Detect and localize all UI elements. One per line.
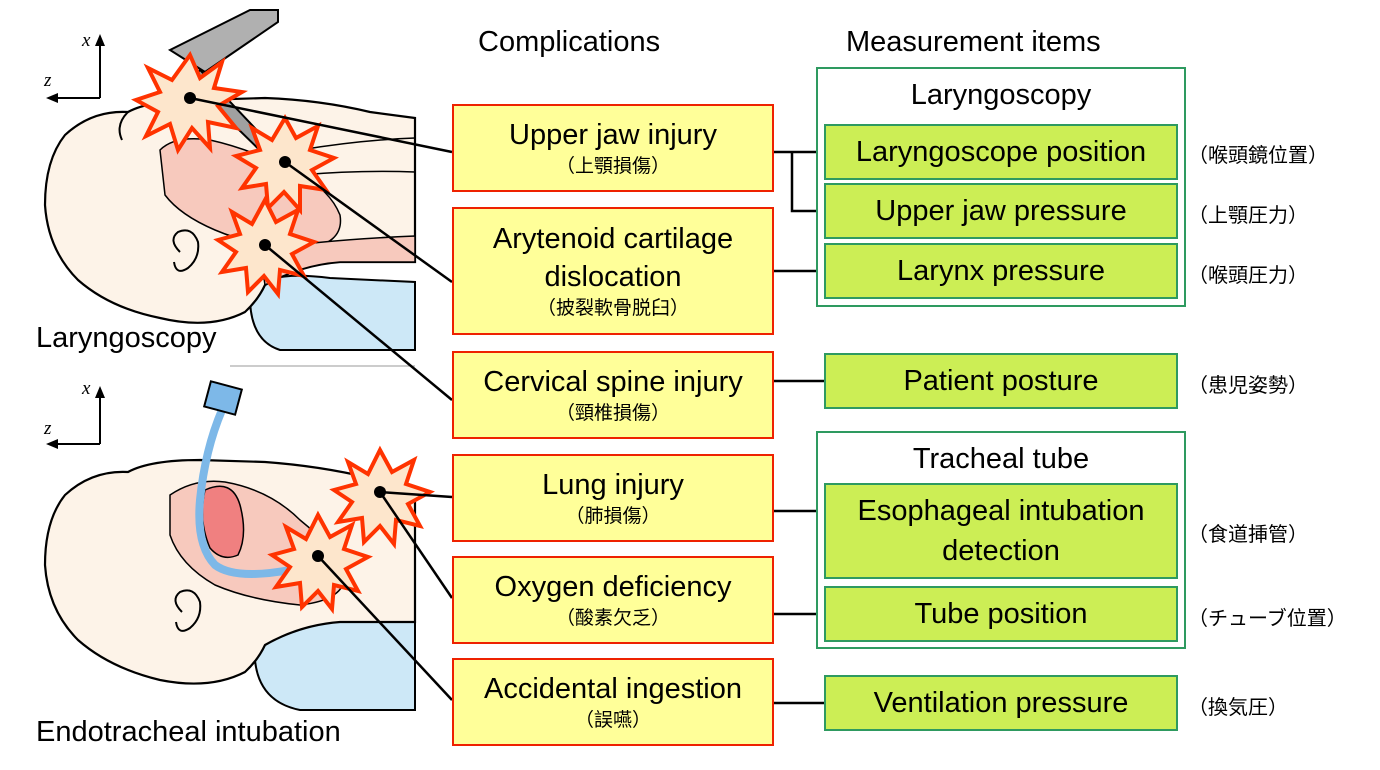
measure-japanese-label: （食道挿管） — [1188, 524, 1308, 546]
measure-tube-position: Tube position — [824, 586, 1178, 642]
measure-japanese-label: （上顎圧力） — [1188, 205, 1308, 227]
axis-x-label-bottom: x — [82, 378, 91, 399]
complication-arytenoid: Arytenoid cartilage dislocation （披裂軟骨脱臼） — [452, 207, 774, 335]
measure-japanese-label: （チューブ位置） — [1188, 608, 1347, 630]
measure-laryngoscope-position: Laryngoscope position — [824, 124, 1178, 180]
intubation-illustration — [43, 380, 435, 711]
measure-japanese-label: （喉頭鏡位置） — [1188, 145, 1328, 167]
measure-patient-posture: Patient posture — [824, 353, 1178, 409]
injury-burst-arytenoid — [230, 113, 339, 216]
measure-japanese-label: （換気圧） — [1188, 697, 1288, 719]
complication-japanese: （頸椎損傷） — [555, 403, 670, 424]
connector-lines — [774, 150, 824, 705]
complication-label: Accidental ingestion — [484, 673, 742, 705]
axis-x-label-top: x — [82, 30, 91, 51]
complication-label: Oxygen deficiency — [494, 571, 732, 603]
group-title: Laryngoscopy — [910, 79, 1092, 111]
complication-japanese: （披裂軟骨脱臼） — [536, 298, 689, 319]
complication-upper-jaw: Upper jaw injury （上顎損傷） — [452, 104, 774, 192]
leader-lines — [189, 96, 454, 701]
complication-ingestion: Accidental ingestion （誤嚥） — [452, 658, 774, 746]
measurement-items-heading: Measurement items — [846, 26, 1101, 58]
panel-label-laryngoscopy: Laryngoscopy — [36, 322, 217, 354]
complication-japanese: （上顎損傷） — [555, 156, 670, 177]
laryngoscope-handle — [167, 9, 279, 74]
complication-japanese: （肺損傷） — [565, 506, 661, 527]
complication-label: Lung injury — [542, 469, 684, 501]
measure-esophageal-detection: Esophageal intubation detection — [824, 483, 1178, 579]
complication-label: Upper jaw injury — [509, 119, 717, 151]
injury-burst-upper-jaw — [131, 50, 248, 155]
axis-indicator-top — [46, 34, 105, 103]
measure-larynx-pressure: Larynx pressure — [824, 243, 1178, 299]
complication-label: Arytenoid cartilage dislocation — [492, 223, 734, 293]
measure-japanese-label: （患児姿勢） — [1188, 375, 1308, 397]
complication-label: Cervical spine injury — [483, 366, 743, 398]
ear-bottom — [174, 589, 202, 632]
axis-z-label-bottom: z — [44, 418, 52, 439]
complication-japanese: （酸素欠乏） — [555, 608, 670, 629]
tongue — [201, 485, 245, 559]
axis-indicator-bottom — [46, 386, 105, 449]
measure-ventilation-pressure: Ventilation pressure — [824, 675, 1178, 731]
complication-oxygen: Oxygen deficiency （酸素欠乏） — [452, 556, 774, 644]
group-title: Tracheal tube — [912, 443, 1090, 475]
complication-lung: Lung injury （肺損傷） — [452, 454, 774, 542]
panel-label-intubation: Endotracheal intubation — [36, 716, 341, 748]
measure-upper-jaw-pressure: Upper jaw pressure — [824, 183, 1178, 239]
laryngoscopy-illustration — [43, 9, 417, 367]
ear-top — [172, 229, 200, 272]
complication-japanese: （誤嚥） — [574, 710, 651, 731]
tube-connector — [202, 380, 244, 416]
complication-cervical-spine: Cervical spine injury （頸椎損傷） — [452, 351, 774, 439]
measure-japanese-label: （喉頭圧力） — [1188, 265, 1308, 287]
tracheal-tube — [195, 408, 291, 578]
nose-top — [118, 111, 129, 141]
axis-z-label-top: z — [44, 70, 52, 91]
complications-heading: Complications — [478, 26, 661, 58]
